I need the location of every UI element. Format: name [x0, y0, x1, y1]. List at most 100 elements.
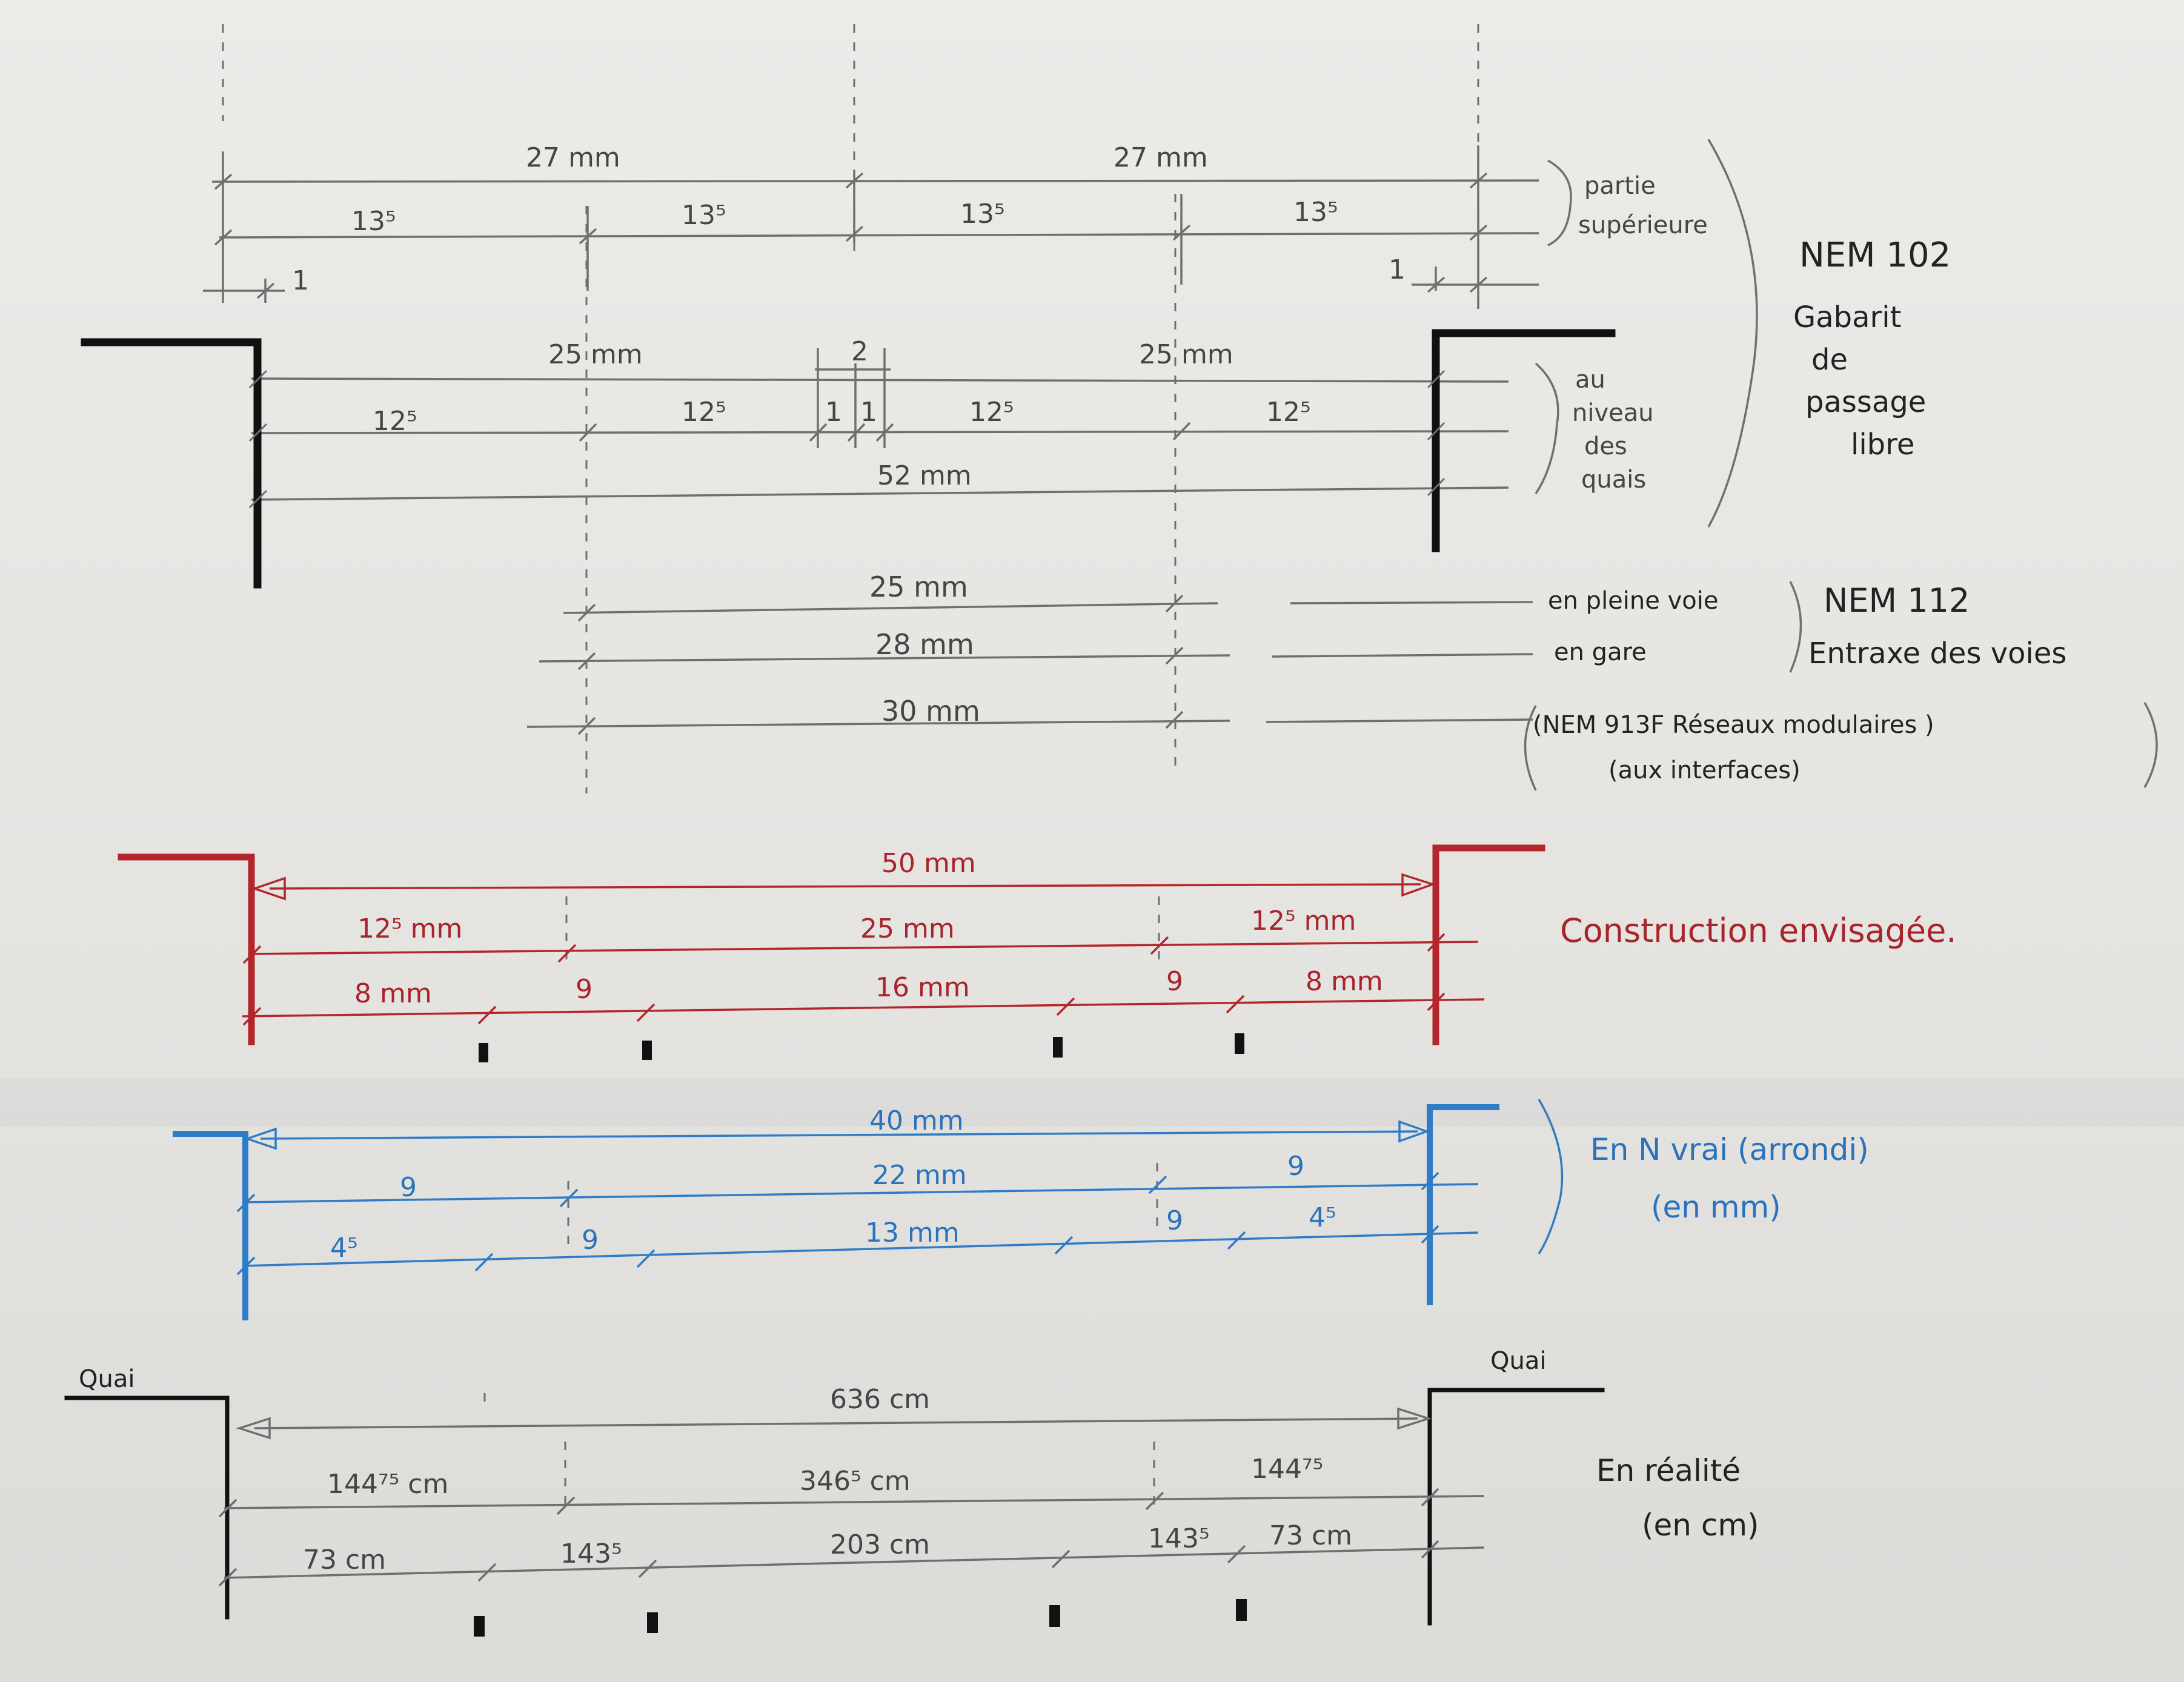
tick [214, 229, 233, 246]
brace-nem102 [1707, 139, 1758, 528]
label-40mm: 40 mm [869, 1105, 964, 1136]
label-125-4: 12⁵ [1266, 397, 1311, 428]
tick [477, 1005, 497, 1025]
label-203cm: 203 cm [830, 1529, 930, 1560]
nem102-title: NEM 102 [1799, 236, 1951, 275]
label-30mm: 30 mm [881, 695, 980, 727]
nem102-passage: passage [1805, 385, 1926, 419]
label-1435-right: 143⁵ [1148, 1523, 1210, 1554]
section-track-spacing: 25 mm 28 mm 30 mm en pleine voie en gare… [526, 571, 2158, 791]
label-8mm-right: 8 mm [1306, 966, 1383, 997]
label-125mm-left: 12⁵ mm [357, 913, 462, 944]
tick [1469, 224, 1488, 241]
label-14475cm-left: 144⁷⁵ cm [327, 1469, 448, 1500]
label-135-1: 13⁵ [351, 206, 396, 237]
label-9-left: 9 [400, 1172, 417, 1203]
tick [1427, 369, 1445, 389]
arrow-left [244, 1127, 277, 1150]
tick [1051, 1549, 1070, 1569]
tick [1427, 933, 1445, 952]
label-8mm-left: 8 mm [354, 978, 432, 1009]
label-en-realite: En réalité [1596, 1453, 1741, 1488]
tick [248, 423, 268, 442]
label-135-2: 13⁵ [682, 200, 726, 231]
tick [1469, 276, 1488, 293]
section-n-scale: 40 mm 9 22 mm 9 4⁵ 9 13 mm 9 4⁵ En N vra… [173, 1099, 1869, 1320]
label-25mm-left: 25 mm [548, 339, 643, 370]
nem112-title: NEM 112 [1824, 581, 1970, 620]
label-en-cm: (en cm) [1642, 1508, 1759, 1543]
label-1-left: 1 [292, 265, 309, 296]
note-niveau: niveau [1572, 399, 1654, 427]
note-des: des [1584, 432, 1627, 460]
nem102-de: de [1811, 343, 1848, 377]
rail-marker [1235, 1033, 1244, 1054]
tick [809, 423, 828, 442]
arrow-left [236, 1417, 271, 1440]
dim-line-125-25-125 [248, 941, 1479, 955]
rail-marker [479, 1043, 488, 1062]
tick [474, 1253, 494, 1272]
label-pleine-voie: en pleine voie [1548, 587, 1718, 615]
label-2: 2 [851, 336, 868, 367]
tick [1427, 276, 1445, 293]
arrow-left [251, 876, 286, 901]
tick [1148, 1175, 1167, 1194]
tick [218, 1498, 237, 1518]
tick [1227, 1545, 1246, 1564]
section-upper-part: 27 mm 27 mm 13⁵ 13⁵ 13⁵ 13⁵ 1 1 partie s… [203, 142, 1708, 309]
label-125-1: 12⁵ [373, 406, 417, 437]
tick [845, 172, 864, 189]
rail-marker [1049, 1605, 1060, 1627]
dim-line-135-row [219, 232, 1539, 239]
dim-line-9-22-9 [242, 1183, 1479, 1204]
label-27mm-left: 27 mm [526, 142, 620, 173]
blue-edge-right [1427, 1104, 1499, 1305]
label-125-3: 12⁵ [969, 397, 1014, 428]
quai-edge-right [1427, 1388, 1605, 1626]
nem102-libre: libre [1851, 428, 1914, 462]
tick [1056, 997, 1075, 1016]
dim-line-73-1435-203-1435-73 [224, 1546, 1485, 1579]
note-partie: partie [1584, 172, 1656, 200]
quai-edge-left [64, 1396, 230, 1620]
tick [1427, 477, 1445, 497]
tick [218, 1568, 237, 1587]
label-1a: 1 [825, 397, 842, 428]
label-125mm-right: 12⁵ mm [1251, 906, 1356, 936]
label-1b: 1 [860, 397, 877, 428]
rail-marker [474, 1616, 485, 1637]
section-planned-construction: 50 mm 12⁵ mm 25 mm 12⁵ mm 8 mm 9 16 mm 9… [118, 844, 1957, 1062]
section-platform-level: 25 mm 25 mm 2 12⁵ 12⁵ 12⁵ 12⁵ 1 1 52 mm … [81, 139, 1951, 589]
tick [579, 228, 597, 245]
label-22mm: 22 mm [872, 1160, 967, 1191]
dim-line-25mm-ext [1290, 601, 1533, 604]
dim-line-52-row [251, 486, 1509, 501]
label-25mm: 25 mm [869, 571, 968, 603]
dim-line-28mm-ext [1272, 653, 1533, 658]
label-en-mm: (en mm) [1651, 1190, 1781, 1225]
tick [1054, 1236, 1074, 1255]
tick [256, 282, 275, 299]
tick [1421, 1540, 1439, 1559]
rail-marker [1053, 1037, 1063, 1058]
paren-left-nem913 [1524, 705, 1537, 791]
tick [236, 1193, 256, 1213]
label-9-right: 9 [1166, 966, 1183, 997]
label-45-right: 4⁵ [1309, 1202, 1336, 1233]
arrow-right [1398, 1120, 1430, 1143]
dim-line-28mm [539, 654, 1230, 663]
tick [1165, 710, 1184, 729]
tick [875, 423, 894, 442]
arrow-right [1401, 873, 1436, 897]
rail-marker [647, 1612, 658, 1633]
label-135-3: 13⁵ [960, 199, 1005, 230]
tick [214, 173, 233, 190]
tick [559, 1188, 579, 1208]
tick [1421, 1488, 1439, 1507]
tick [577, 603, 596, 622]
dim-line-8-9-16-9-8 [242, 998, 1485, 1018]
label-52mm: 52 mm [877, 460, 972, 491]
paren-right-nem913 [2143, 702, 2158, 788]
